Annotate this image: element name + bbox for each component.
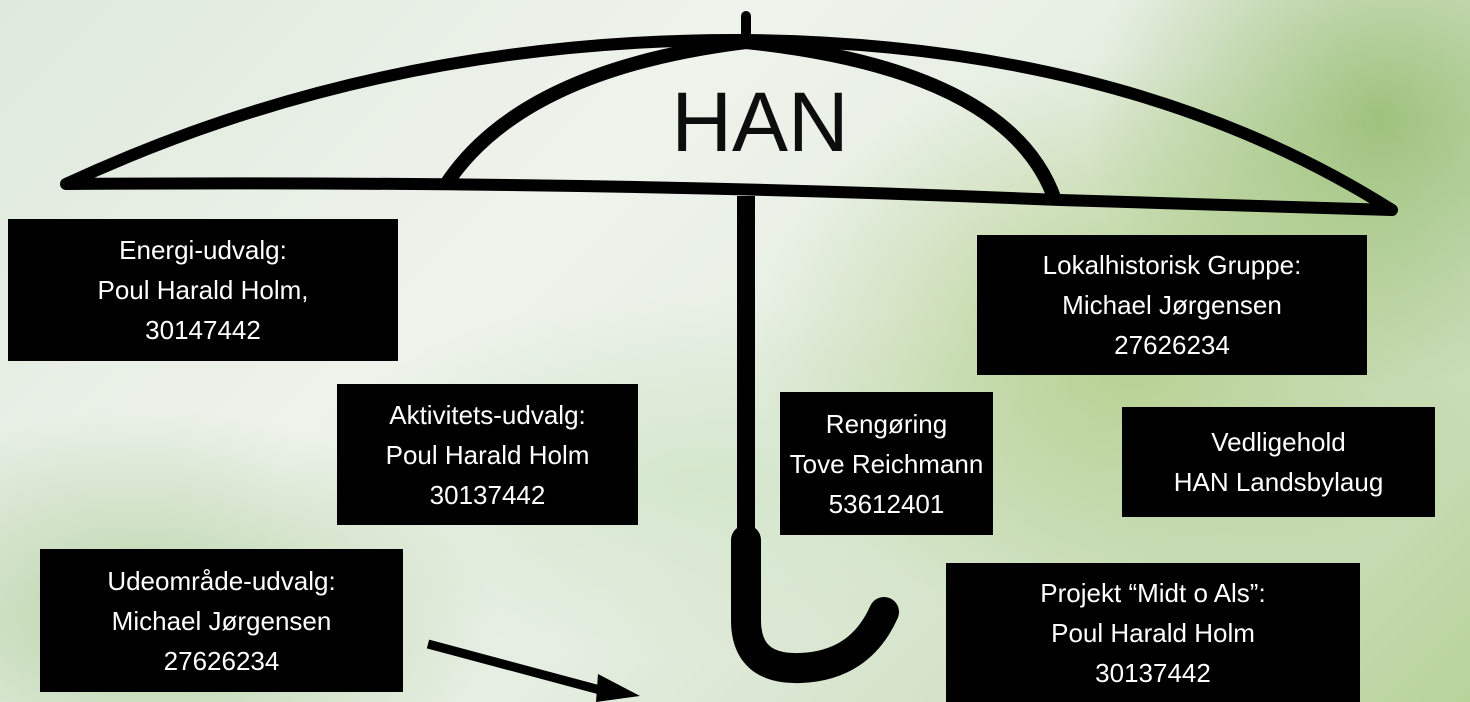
group-box-udeomraade: Udeområde-udvalg: Michael Jørgensen 2762…: [40, 549, 403, 692]
arrow-head: [596, 674, 640, 702]
group-box-lokalhistorisk: Lokalhistorisk Gruppe: Michael Jørgensen…: [977, 235, 1367, 375]
group-phone: 30137442: [429, 479, 546, 510]
group-name: Aktivitets-udvalg:: [389, 399, 586, 430]
group-name: Vedligehold: [1211, 427, 1346, 457]
group-phone: 27626234: [163, 645, 280, 676]
group-box-vedligehold: Vedligehold HAN Landsbylaug: [1122, 407, 1435, 517]
group-phone: 30147442: [145, 315, 261, 345]
group-box-rengoering: Rengøring Tove Reichmann 53612401: [780, 392, 993, 535]
diagram-title: HAN: [671, 75, 849, 169]
umbrella-handle: [731, 525, 899, 684]
group-box-energi: Energi-udvalg: Poul Harald Holm, 3014744…: [8, 219, 398, 361]
group-phone: 30137442: [1095, 657, 1211, 688]
group-name: Lokalhistorisk Gruppe:: [1042, 250, 1302, 280]
arrow-line: [426, 639, 602, 695]
umbrella-rib-left: [439, 35, 747, 190]
group-contact: Michael Jørgensen: [1062, 290, 1282, 320]
group-contact: Poul Harald Holm,: [97, 275, 309, 305]
group-name: Udeområde-udvalg:: [107, 565, 336, 596]
group-phone: 53612401: [828, 488, 945, 519]
group-contact: Poul Harald Holm: [385, 439, 590, 470]
group-name: Rengøring: [825, 408, 948, 439]
group-contact: Tove Reichmann: [789, 448, 984, 479]
group-phone: 27626234: [1114, 330, 1230, 360]
group-contact: HAN Landsbylaug: [1173, 467, 1384, 497]
group-contact: Poul Harald Holm: [1051, 617, 1255, 648]
group-box-aktivitets: Aktivitets-udvalg: Poul Harald Holm 3013…: [337, 384, 638, 525]
umbrella-rib-right: [745, 35, 1062, 203]
group-box-projekt: Projekt “Midt o Als”: Poul Harald Holm 3…: [946, 563, 1360, 702]
group-name: Projekt “Midt o Als”:: [1040, 577, 1266, 608]
group-contact: Michael Jørgensen: [111, 605, 332, 636]
group-name: Energi-udvalg:: [119, 235, 287, 265]
